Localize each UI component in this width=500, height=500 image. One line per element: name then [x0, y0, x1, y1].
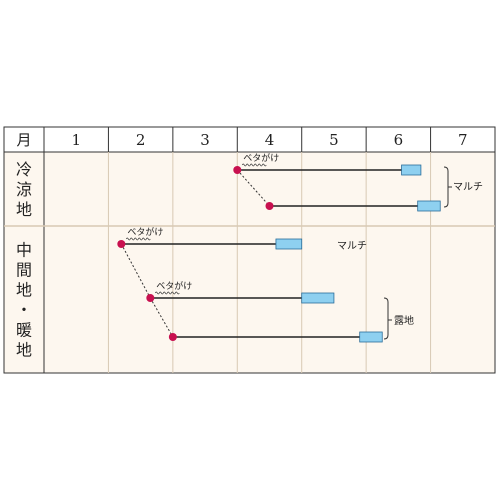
sowing-dot	[168, 333, 177, 341]
harvest-period-bar	[359, 331, 383, 343]
sowing-dot	[146, 294, 155, 302]
harvest-period-bar	[301, 292, 335, 304]
month-header: 4	[265, 131, 275, 149]
mulch-label-warm: マルチ	[337, 240, 367, 252]
region-label-char: 地	[16, 341, 32, 360]
region-label-char: 間	[16, 261, 32, 280]
mulch-label-cold: マルチ	[453, 181, 483, 193]
month-header: 2	[136, 131, 146, 149]
month-headers: 1 2 3 4 5 6 7	[71, 131, 467, 149]
open-field-bracket	[383, 297, 392, 340]
region-label-char: 涼	[16, 180, 32, 199]
grid-border	[3, 126, 496, 374]
region-label-char: 暖	[16, 321, 32, 340]
harvest-period-bar	[417, 200, 441, 212]
calendar-grid	[3, 126, 496, 374]
sowing-connector	[149, 297, 174, 338]
region-label: 中間地・暖地	[16, 241, 32, 360]
harvest-period-bar	[275, 238, 303, 250]
open-field-label: 露地	[394, 314, 414, 327]
row-cover-wavy-mark	[126, 237, 151, 241]
sowing-connector	[236, 169, 270, 207]
sowing-dot	[233, 166, 242, 174]
region-label: 冷涼地	[16, 160, 32, 219]
header-month-label: 月	[16, 131, 31, 149]
month-header: 5	[329, 131, 339, 149]
mulch-bracket	[443, 166, 452, 208]
region-label-char: 冷	[16, 160, 32, 179]
region-label-char: 地	[16, 200, 32, 219]
sowing-dot	[265, 202, 274, 210]
harvest-period-bar	[401, 164, 422, 176]
month-header: 6	[394, 131, 404, 149]
month-header: 7	[458, 131, 468, 149]
region-label-char: ・	[16, 301, 32, 320]
row-cover-wavy-mark	[154, 291, 180, 295]
region-label-char: 中	[16, 241, 32, 260]
row-cover-note: ベタがけ	[156, 280, 192, 292]
row-cover-note: ベタがけ	[243, 152, 279, 164]
month-header: 3	[200, 131, 210, 149]
month-header: 1	[71, 131, 81, 149]
sowing-dot	[117, 240, 126, 248]
row-cover-note: ベタがけ	[127, 226, 163, 238]
header-row-background	[4, 127, 495, 152]
row-cover-wavy-mark	[241, 163, 267, 167]
region-label-char: 地	[16, 281, 32, 300]
